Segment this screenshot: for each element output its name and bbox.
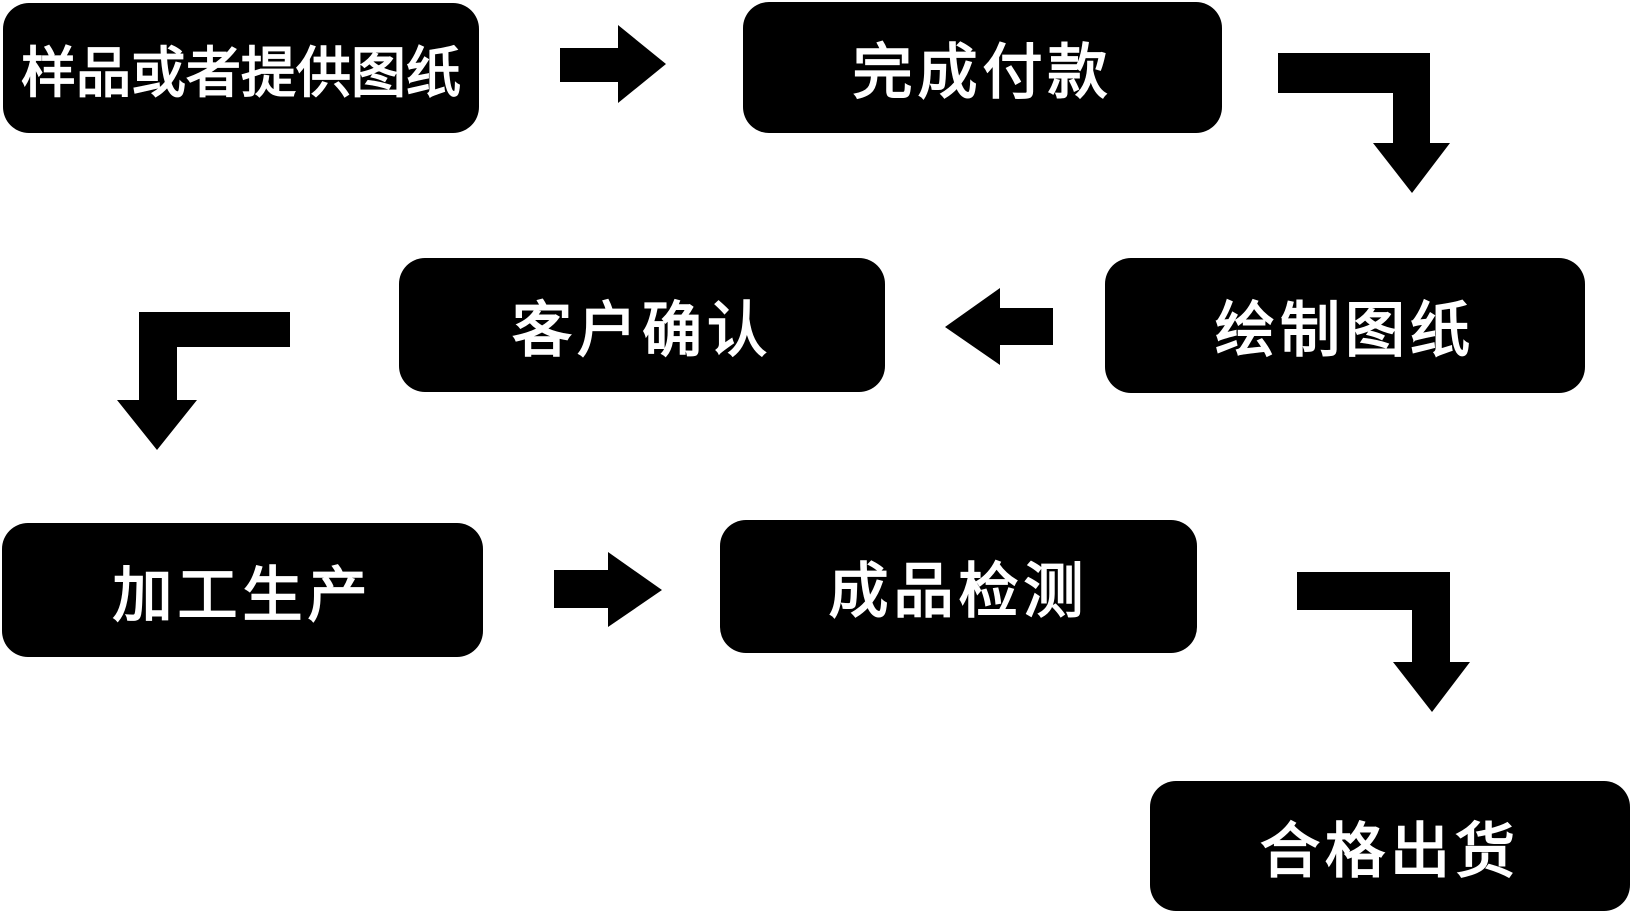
node-label: 成品检测 xyxy=(828,557,1089,627)
arrow-left-icon xyxy=(945,288,1053,365)
node-qualified-shipment: 合格出货 xyxy=(1150,781,1630,911)
node-product-inspection: 成品检测 xyxy=(720,520,1197,653)
node-label: 绘制图纸 xyxy=(1215,296,1475,366)
node-draw-drawings: 绘制图纸 xyxy=(1105,258,1585,393)
elbow-arrow-down-right-icon xyxy=(1278,53,1450,193)
node-customer-confirm: 客户确认 xyxy=(399,258,885,392)
node-sample-or-drawings: 样品或者提供图纸 xyxy=(3,3,479,133)
node-label: 完成付款 xyxy=(852,38,1113,108)
node-label: 客户确认 xyxy=(512,295,772,366)
arrow-right-icon xyxy=(554,552,662,627)
elbow-arrow-down-left-icon xyxy=(117,312,290,450)
arrow-right-icon xyxy=(560,25,666,103)
elbow-arrow-down-right-icon xyxy=(1297,572,1470,712)
node-complete-payment: 完成付款 xyxy=(743,2,1222,133)
node-processing-production: 加工生产 xyxy=(2,523,483,657)
node-label: 合格出货 xyxy=(1260,816,1520,887)
node-label: 样品或者提供图纸 xyxy=(20,41,461,105)
node-label: 加工生产 xyxy=(112,560,373,631)
